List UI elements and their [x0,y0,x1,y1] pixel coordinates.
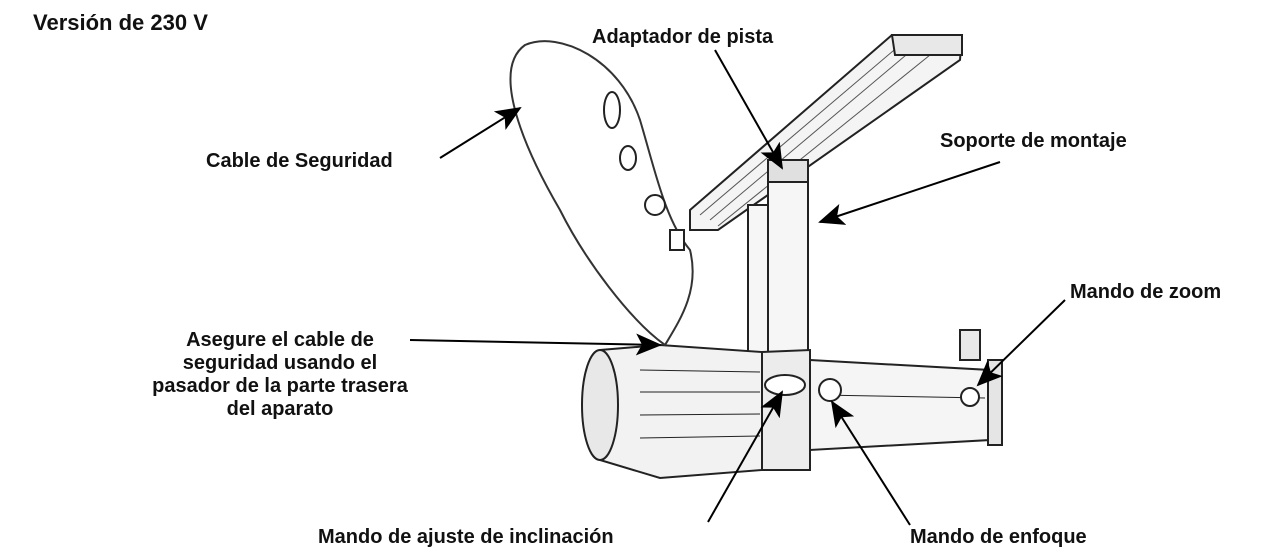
track-adapter-rail [689,34,964,231]
arrow-asegure [409,333,662,356]
safety-cable-carabiner [603,91,685,251]
label-cable-de-seguridad: Cable de Seguridad [206,150,393,172]
safety-cable [509,40,694,347]
label-soporte-de-montaje: Soporte de montaje [940,130,1127,152]
arrow-cable [439,106,522,159]
tilt-knob [764,374,806,396]
focus-knob [818,378,842,402]
arrow-zoom [976,299,1066,387]
arrow-enfoque [830,400,911,526]
label-asegure-cable: Asegure el cable de seguridad usando el … [152,329,408,420]
fixture-body [581,329,1003,480]
label-mando-ajuste-inclinacion: Mando de ajuste de inclinación [318,526,614,548]
label-adaptador-de-pista: Adaptador de pista [592,26,774,48]
arrow-adaptador [714,49,783,170]
arrow-inclinacion [707,390,783,523]
label-mando-de-zoom: Mando de zoom [1070,281,1222,303]
zoom-knob [960,387,980,407]
arrow-soporte [818,161,1001,225]
label-mando-de-enfoque: Mando de enfoque [910,526,1087,548]
diagram-title: Versión de 230 V [33,10,208,35]
mounting-yoke [747,159,809,381]
leader-lines [409,49,1066,526]
